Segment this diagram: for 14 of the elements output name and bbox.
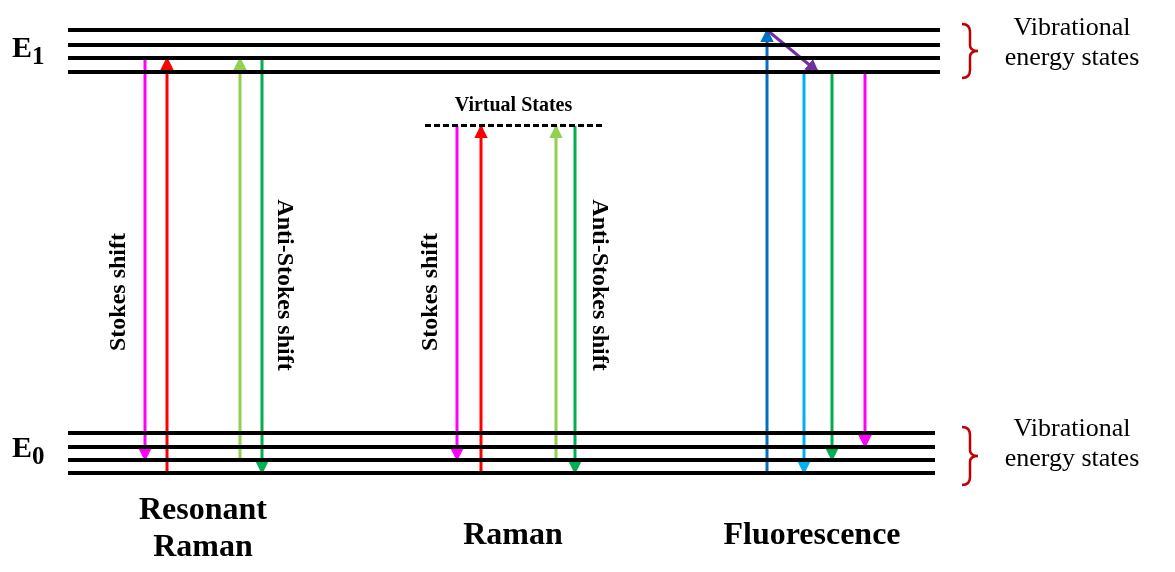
energy-level-symbol: E$_{0}$	[12, 430, 45, 471]
process-title: Resonant Raman	[138, 490, 268, 564]
process-title: Raman	[462, 515, 564, 552]
state-label: Virtual States	[453, 92, 574, 116]
annotation-text: Vibrational energy states	[1003, 413, 1141, 473]
transition-arrow	[549, 124, 563, 460]
energy-level-symbol: E$_{1}$	[12, 30, 45, 71]
shift-label: Anti-Stokes shift	[271, 199, 299, 371]
process-title: Fluorescence	[722, 515, 902, 552]
annotation-text: Vibrational energy states	[1003, 12, 1141, 72]
shift-label: Anti-Stokes shift	[586, 199, 614, 371]
shift-label: Stokes shift	[104, 233, 132, 351]
shift-label: Stokes shift	[416, 233, 444, 351]
transition-arrow	[474, 124, 488, 473]
